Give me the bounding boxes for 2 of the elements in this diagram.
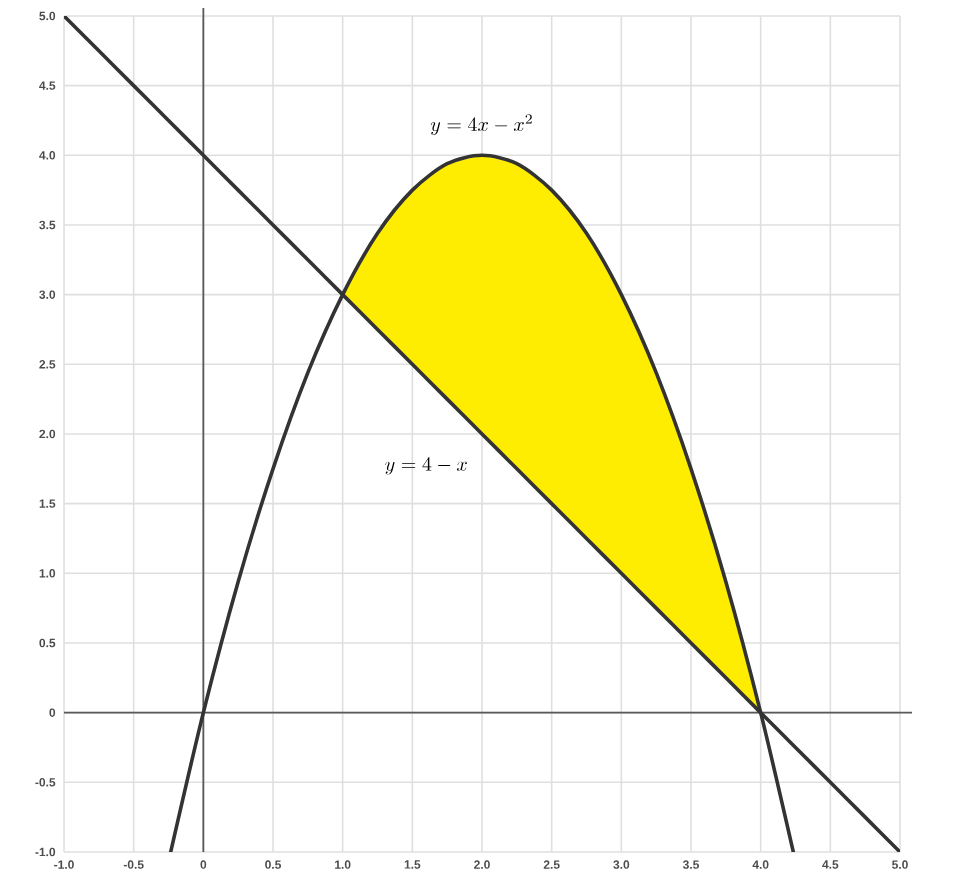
curve-label: $y = 4x - x^{2}$	[430, 114, 532, 135]
curve-label: $y = 4 - x$	[385, 456, 467, 475]
